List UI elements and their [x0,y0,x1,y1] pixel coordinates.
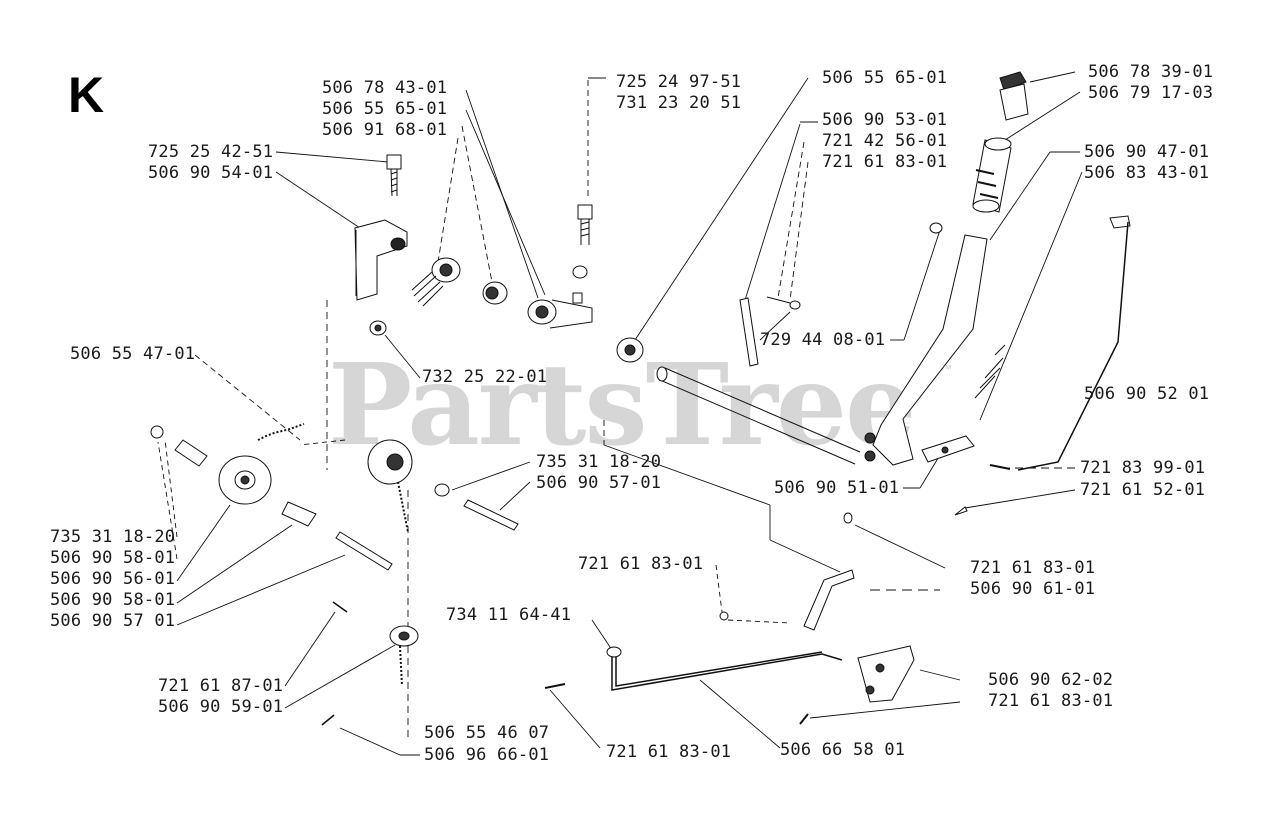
part-label-chain: 506 55 46 07 [424,723,550,743]
part-number: 506 90 58-01 [50,548,176,568]
part-number: 506 90 53-01 [822,110,948,130]
part-number: 506 90 61-01 [970,579,1096,599]
part-label-group-pins: 506 90 53-01 721 42 56-01 721 61 83-01 [822,110,947,173]
control-rod-part [974,215,1131,471]
part-number: 721 61 83-01 [822,152,948,172]
bracket-part [354,219,408,301]
part-label-group-axle: 735 31 18-20 506 90 57-01 [536,452,661,494]
axle-pin-part [335,499,519,571]
part-label-spring: 506 55 47-01 [70,344,196,364]
clevis-part [527,292,593,329]
screw-part [572,204,593,279]
plate-part [921,435,975,463]
part-label-group-screw: 725 24 97-51 731 23 20 51 [616,72,741,114]
part-number: 506 91 68-01 [322,120,448,140]
cap-part [321,601,419,726]
pin-part [739,296,801,367]
sleeve-part [616,337,644,363]
part-label-sleeve: 506 55 65-01 [822,68,948,88]
part-label-group-crank: 721 61 83-01 506 90 61-01 [970,558,1095,600]
part-number: 506 78 39-01 [1088,62,1214,82]
part-number: 506 90 54-01 [148,163,274,183]
part-number: 506 79 17-03 [1088,83,1214,103]
part-label-group-handle: 506 90 47-01 506 83 43-01 [1084,142,1209,184]
part-number: 721 61 83-01 [988,691,1114,711]
crank-link-part [719,569,855,631]
part-label-group-knob: 506 78 39-01 506 79 17-03 [1088,62,1213,104]
part-label-group-mount-plate: 506 90 62-02 721 61 83-01 [988,670,1113,712]
mount-plate-part [799,645,915,725]
part-number: 506 55 65-01 [322,99,448,119]
part-number: 506 90 59-01 [158,697,284,717]
part-label-cotter-bottom: 721 61 83-01 [606,742,732,762]
part-label-bottom-rod: 506 66 58 01 [780,740,906,760]
cotter-pin-part [843,464,1011,524]
part-label-group-pulleys: 735 31 18-20 506 90 58-01 506 90 56-01 5… [50,527,175,632]
part-number: 506 78 43-01 [322,78,448,98]
nut-part [369,320,387,336]
watermark: PartsTree [328,340,916,471]
part-label-cotter-mid: 721 61 83-01 [578,554,704,574]
handle-grip-part [972,137,1012,213]
part-number: 506 90 56-01 [50,569,176,589]
part-label-group-cap: 721 61 87-01 506 90 59-01 [158,676,283,718]
part-label-group-bolt: 725 25 42-51 506 90 54-01 [148,142,273,184]
pulley-part [218,439,413,505]
part-label-lever: 729 44 08-01 [760,330,886,350]
part-label-cotter: 721 61 52-01 [1080,480,1206,500]
section-letter: K [68,67,105,123]
spring-part [257,423,409,533]
part-number: 721 61 83-01 [970,558,1096,578]
part-number: 721 61 87-01 [158,676,284,696]
part-label-rod: 506 90 52 01 [1084,384,1210,404]
part-number: 725 25 42-51 [148,142,274,162]
bolt-part [386,154,402,197]
part-number: 506 90 47-01 [1084,142,1210,162]
knob-part [999,71,1029,121]
part-number: 506 90 58-01 [50,590,176,610]
part-number: 506 90 57-01 [536,473,662,493]
leader-lines [157,71,1083,756]
part-number: 506 90 62-02 [988,670,1114,690]
part-number: 725 24 97-51 [616,72,742,92]
part-number: 735 31 18-20 [50,527,176,547]
lever-arm-part [864,234,988,466]
part-number: 506 90 57 01 [50,611,176,631]
main-shaft-part [656,366,861,465]
part-number: 735 31 18-20 [536,452,662,472]
part-number: 731 23 20 51 [616,93,742,113]
bushing-part [482,281,508,305]
part-label-washer: 734 11 64-41 [446,605,572,625]
part-label-clip: 721 83 99-01 [1080,458,1206,478]
part-number: 506 83 43-01 [1084,163,1210,183]
part-label-pin-bottom: 506 96 66-01 [424,745,550,765]
spacer-part [150,425,450,527]
part-label-plate: 506 90 51-01 [774,478,900,498]
bottom-rod-part [544,646,843,691]
part-label-group-clevis: 506 78 43-01 506 55 65-01 506 91 68-01 [322,78,447,141]
part-number: 721 42 56-01 [822,131,948,151]
spring-clip-part [411,257,461,307]
part-label-nut: 732 25 22-01 [422,367,548,387]
washer-part [929,222,943,234]
